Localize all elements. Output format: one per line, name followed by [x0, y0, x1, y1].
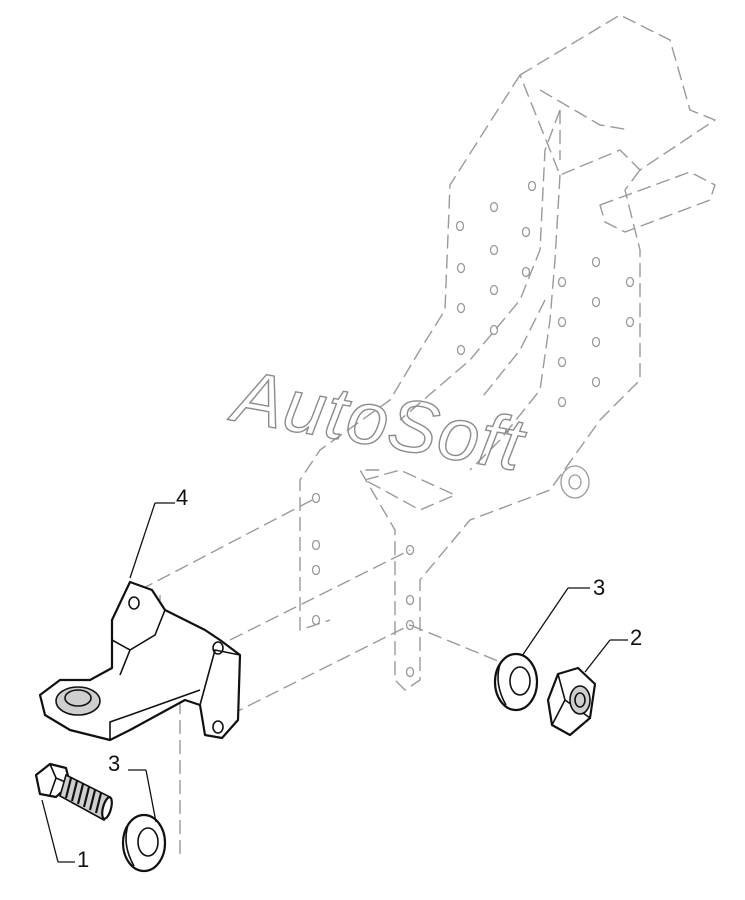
chassis-frame-phantom	[139, 14, 716, 860]
lock-nut	[546, 666, 597, 737]
callout-4-bracket: 4	[176, 485, 188, 510]
washer-front	[121, 813, 167, 873]
watermark-text: AutoSoft	[224, 353, 532, 487]
washer-rear	[493, 652, 539, 712]
callout-3-washer-front: 3	[108, 751, 120, 776]
callout-2-nut: 2	[630, 625, 642, 650]
tow-bracket	[38, 580, 242, 742]
bracket-eye-hole	[55, 686, 101, 716]
callout-3-washer-rear: 3	[593, 575, 605, 600]
callout-1-bolt: 1	[77, 847, 89, 872]
bolt	[34, 762, 113, 822]
callout-leaders	[41, 502, 628, 863]
